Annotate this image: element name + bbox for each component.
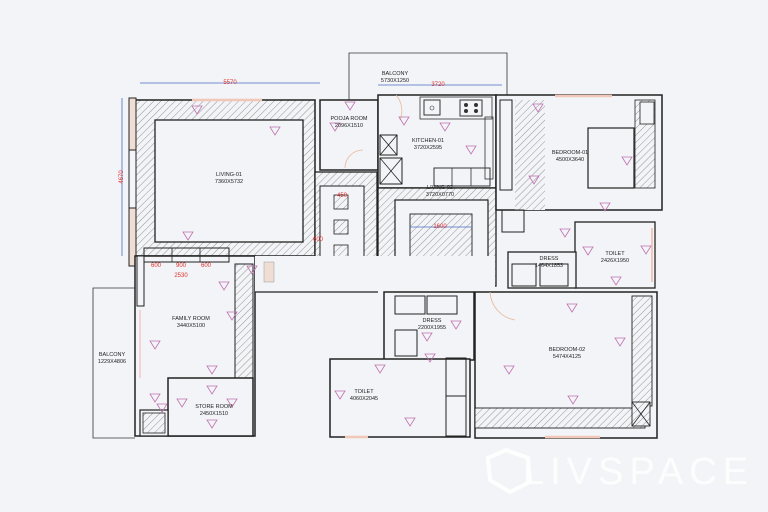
dimension-label: 3720 (431, 82, 445, 88)
dimension-label: 600 (150, 263, 162, 269)
pooja-room (319, 99, 379, 171)
dimension-label: 450 (336, 193, 348, 199)
balcony-top (348, 52, 508, 102)
dimension-label: 4670 (119, 170, 125, 184)
dimension-label: 2530 (174, 273, 188, 279)
left-exterior-wall (128, 97, 137, 267)
dimension-label: 5570 (223, 80, 237, 86)
store-room (139, 377, 254, 437)
livspace-logo-icon (485, 447, 533, 495)
dress-02 (383, 291, 475, 361)
dimension-label: 600 (312, 237, 324, 243)
bedroom-01 (495, 94, 663, 211)
dimension-label: 900 (175, 263, 187, 269)
dimension-label: 1600 (433, 224, 447, 230)
toilet-02 (329, 357, 471, 439)
dimension-label: 600 (200, 263, 212, 269)
corridor (255, 256, 495, 293)
brand-name: LIVSPACE (522, 450, 754, 493)
bedroom-02 (474, 291, 658, 439)
balcony-left (92, 287, 135, 439)
livspace-watermark: LIVSPACE (484, 446, 754, 498)
dress-01 (501, 209, 577, 289)
